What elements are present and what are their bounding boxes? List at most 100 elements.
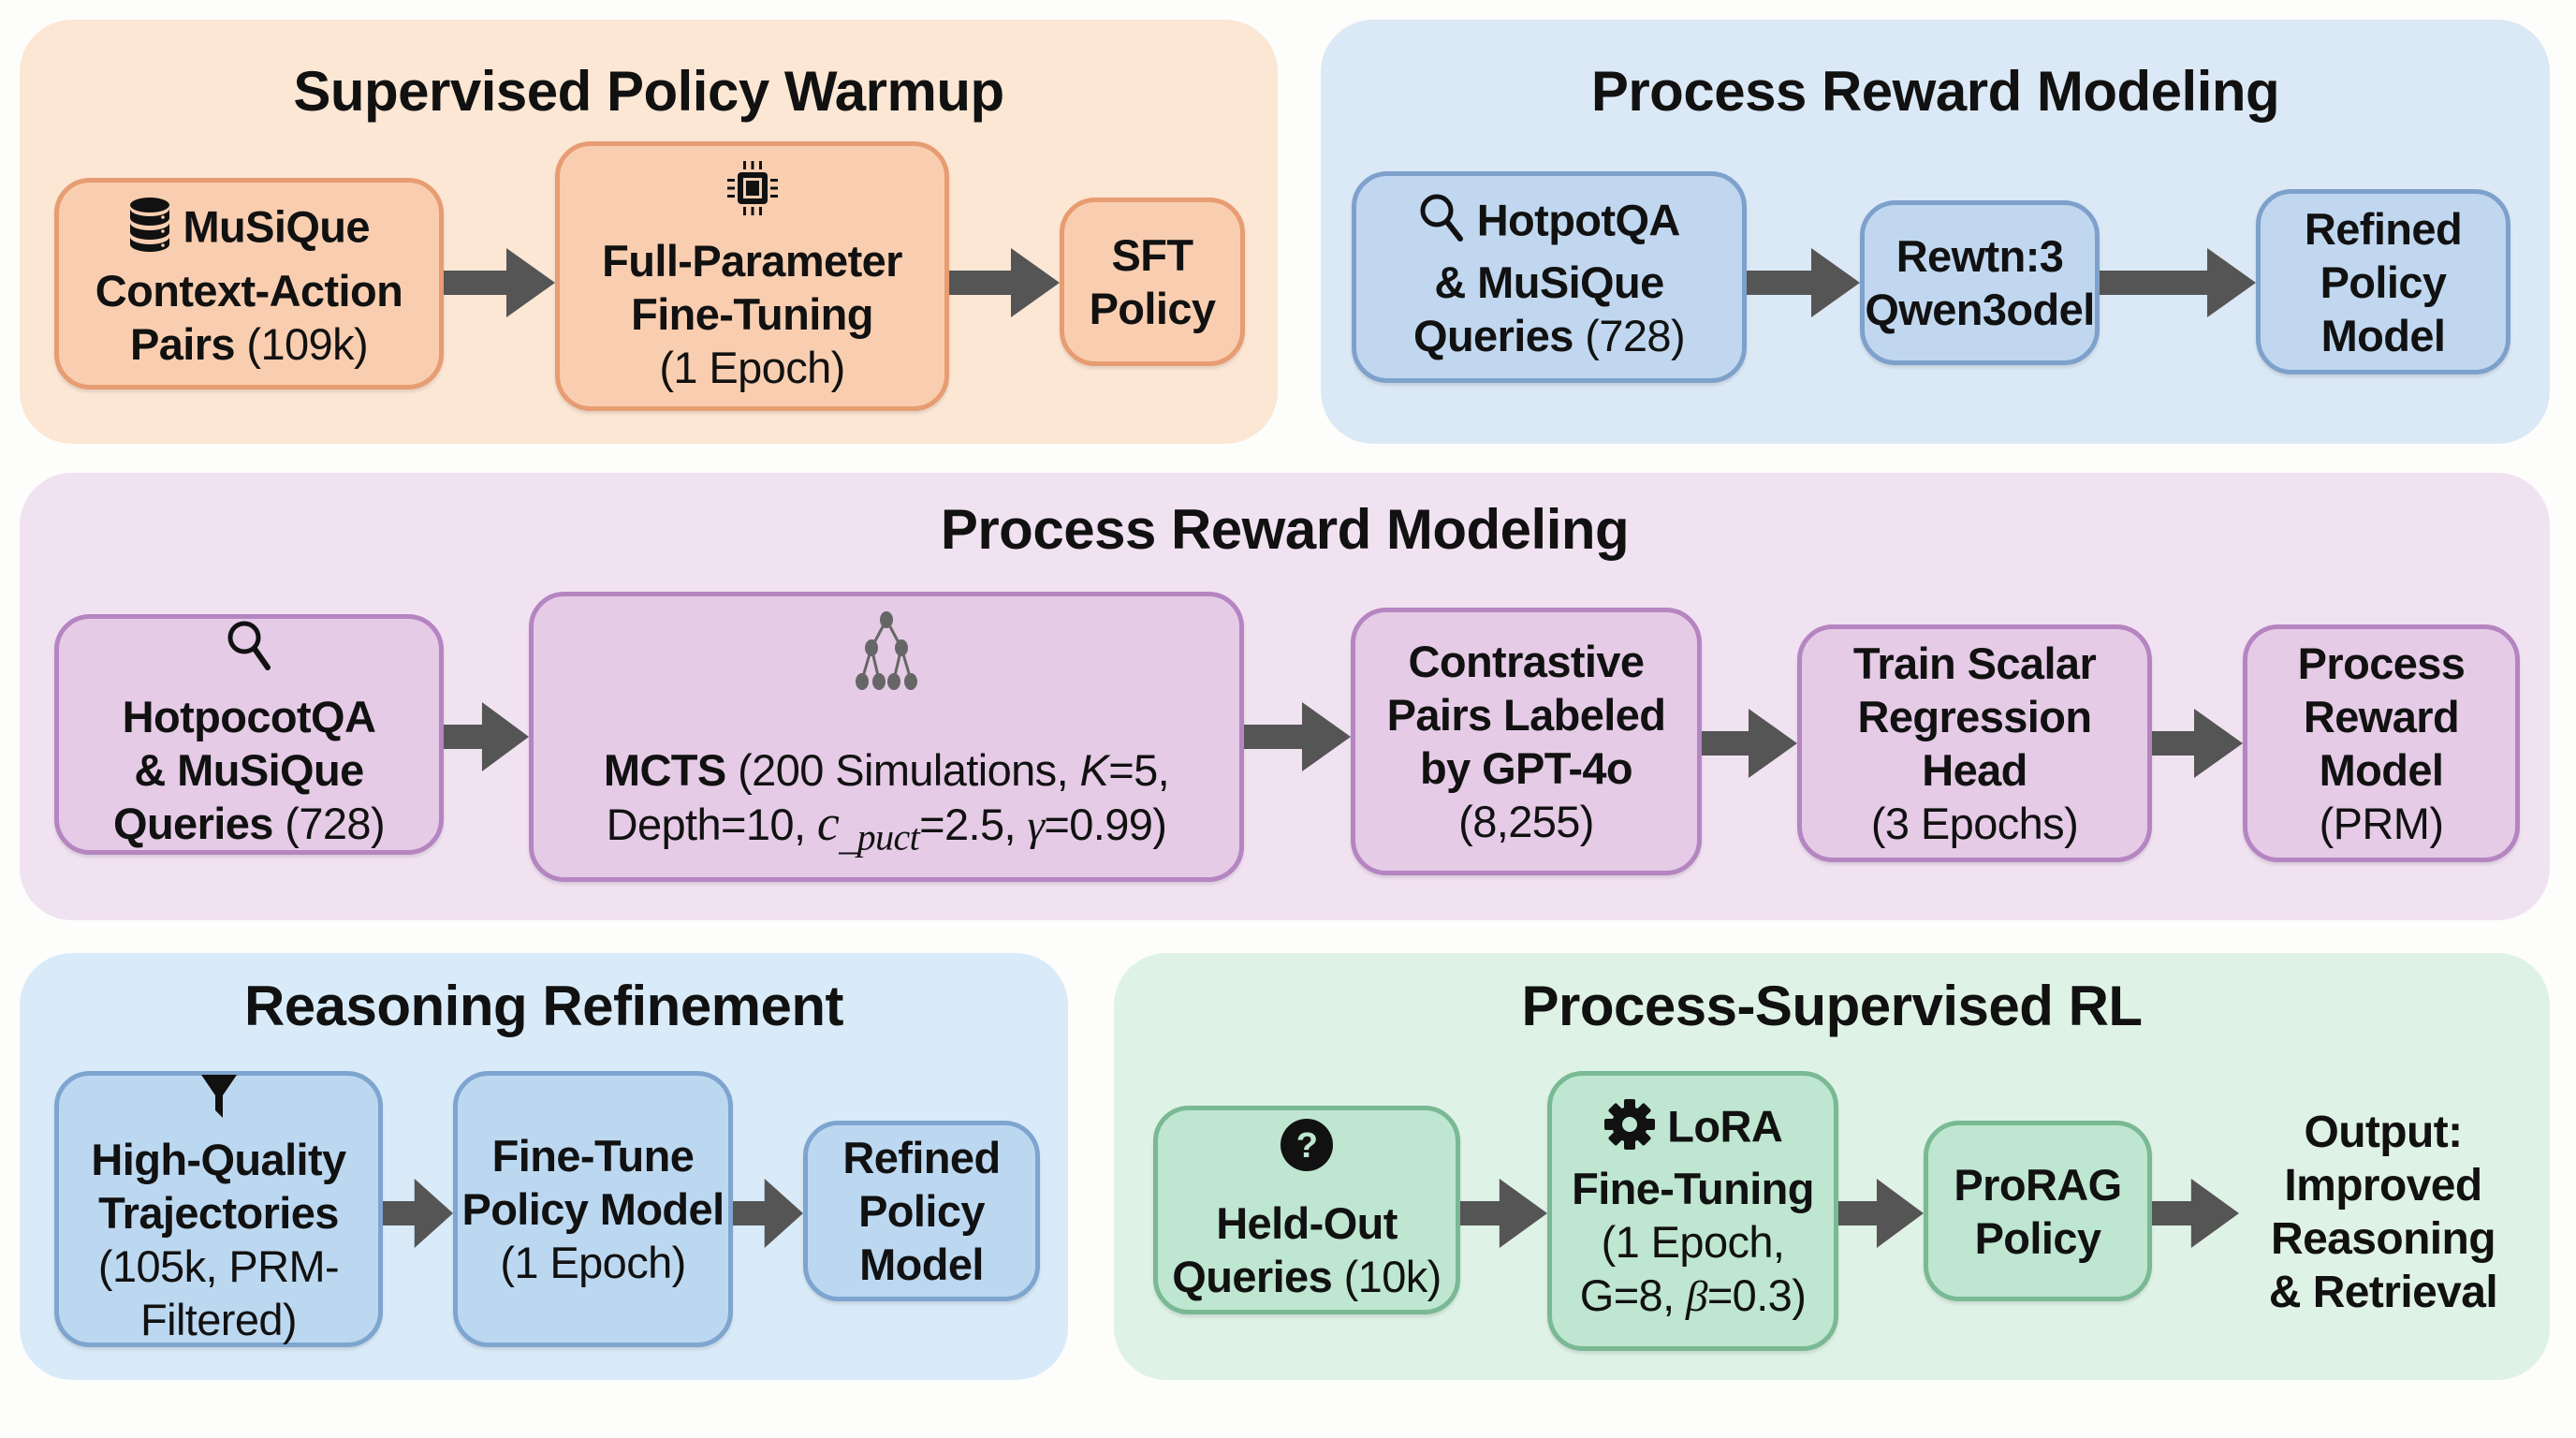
box-label: Rewtn:3 [1895,231,2064,281]
panel-title: Process Reward Modeling [1590,60,2280,123]
box-high-quality-trajectories: High-Quality Trajectories (105k, PRM- Fi… [54,1071,383,1347]
box-reward-model-qwen3: Rewtn:3 Qwen3odel [1860,200,2100,365]
box-sft-policy: SFT Policy [1060,198,1245,366]
box-count: (728) [272,799,386,848]
box-label: MCTS [603,744,726,795]
box-label: Fine-Tuning [1572,1164,1814,1213]
box-label: Policy [2320,257,2447,307]
box-detail: =0.99) [1044,799,1167,849]
box-detail: (1 Epoch, [1601,1217,1785,1267]
box-label: HotpotQA [1476,195,1681,245]
box-label: Queries [1412,311,1573,360]
svg-text:?: ? [1296,1126,1318,1166]
box-detail: (200 Simulations, [725,744,1080,795]
box-mcts: MCTS (200 Simulations, K=5, Depth=10, c_… [529,592,1244,882]
box-detail: (105k, PRM- [97,1240,340,1291]
box-detail: (1 Epoch) [500,1238,686,1287]
box-fine-tune-policy-model: Fine-Tune Policy Model (1 Epoch) [453,1071,733,1347]
box-label: Train Scalar [1852,638,2097,688]
box-label: Policy [858,1186,985,1236]
box-label: Full-Parameter [602,235,902,286]
box-label: & MuSiQue [1434,257,1664,307]
box-label: by GPT-4o [1419,743,1633,793]
tree-icon [851,610,922,706]
box-detail: (1 Epoch) [659,342,845,392]
output-line: Output: [2304,1108,2463,1157]
search-icon [1418,192,1465,256]
question-circle-icon: ? [1280,1118,1334,1183]
box-process-reward-model: Process Reward Model (PRM) [2243,624,2520,862]
box-label: Process [2297,638,2466,688]
box-label: Refined [2304,203,2463,254]
box-detail: =5, [1108,744,1170,795]
box-refined-policy-model-top: Refined Policy Model [2256,189,2510,374]
box-refined-policy-model-bottom: Refined Policy Model [803,1121,1040,1301]
box-label: ProRAG [1954,1159,2122,1210]
panel-title: Process Reward Modeling [940,498,1630,561]
param-k: K [1079,744,1109,795]
box-label: Refined [842,1133,1001,1182]
cpu-chip-icon [724,159,781,228]
arrow-right-icon [444,702,529,771]
panel-title: Supervised Policy Warmup [293,60,1004,123]
box-label: Queries [1172,1251,1333,1301]
box-label: Pairs [129,319,236,369]
arrow-right-icon [2152,709,2243,778]
box-detail: =2.5, [919,799,1028,849]
param-beta: β [1686,1272,1707,1321]
box-label: Contrastive [1408,637,1646,686]
panel-title: Process-Supervised RL [1521,975,2143,1037]
box-detail: G=8, [1579,1270,1686,1320]
box-label: MuSiQue [183,201,370,252]
box-label: Policy [1089,284,1216,333]
box-full-parameter-fine-tuning: Full-Parameter Fine-Tuning (1 Epoch) [555,141,949,411]
box-detail: =0.3) [1706,1270,1807,1320]
box-detail: Filtered) [140,1294,298,1344]
box-prorag-policy: ProRAG Policy [1924,1121,2152,1301]
database-icon [128,197,171,264]
box-held-out-queries: ? Held-Out Queries (10k) [1153,1106,1460,1314]
arrow-right-icon [444,248,555,317]
box-detail: (PRM) [2319,799,2444,848]
arrow-right-icon [2100,248,2256,317]
box-label: Queries [112,799,273,848]
arrow-right-icon [949,248,1060,317]
output-line: Reasoning [2271,1214,2496,1264]
box-detail: Depth=10, [606,799,817,849]
search-icon [226,619,272,684]
box-label: Policy Model [461,1184,724,1234]
box-label: Reward [2303,692,2460,741]
param-gamma: γ [1027,800,1045,850]
arrow-right-icon [1747,248,1860,317]
output-line: & Retrieval [2268,1268,2498,1317]
box-detail: (3 Epochs) [1870,799,2079,848]
param-puct-subscript: _puct [839,815,920,858]
arrow-right-icon [1702,709,1797,778]
box-lora-fine-tuning: LoRA Fine-Tuning (1 Epoch, G=8, β=0.3) [1547,1071,1838,1351]
box-contrastive-pairs: Contrastive Pairs Labeled by GPT-4o (8,2… [1351,608,1702,875]
box-label: Regression [1857,692,2093,741]
arrow-right-icon [2152,1179,2239,1248]
box-label: & MuSiQue [134,745,364,795]
box-label: Policy [1974,1212,2101,1263]
box-train-scalar-regression-head: Train Scalar Regression Head (3 Epochs) [1797,624,2152,862]
box-label: Model [2320,310,2446,360]
box-label: High-Quality [91,1134,346,1184]
box-label: Head [1922,745,2027,795]
box-hotpocotqa-musique-queries: HotpocotQA & MuSiQue Queries (728) [54,614,444,855]
arrow-right-icon [1838,1179,1924,1248]
box-label: Held-Out [1216,1197,1398,1248]
box-count: (10k) [1332,1251,1442,1301]
box-count: (109k) [234,319,369,369]
box-count: (728) [1573,311,1686,360]
arrow-right-icon [733,1179,803,1248]
arrow-right-icon [1460,1179,1547,1248]
box-label: Model [2319,745,2444,795]
box-label: SFT [1111,230,1194,280]
box-label: Fine-Tune [491,1131,695,1181]
box-label: Context-Action [95,266,403,315]
box-musique-context-action-pairs: MuSiQue Context-Action Pairs (109k) [54,178,444,389]
box-hotpotqa-musique-queries: HotpotQA & MuSiQue Queries (728) [1352,171,1747,383]
box-label: Fine-Tuning [631,288,873,339]
gear-icon [1603,1098,1656,1162]
